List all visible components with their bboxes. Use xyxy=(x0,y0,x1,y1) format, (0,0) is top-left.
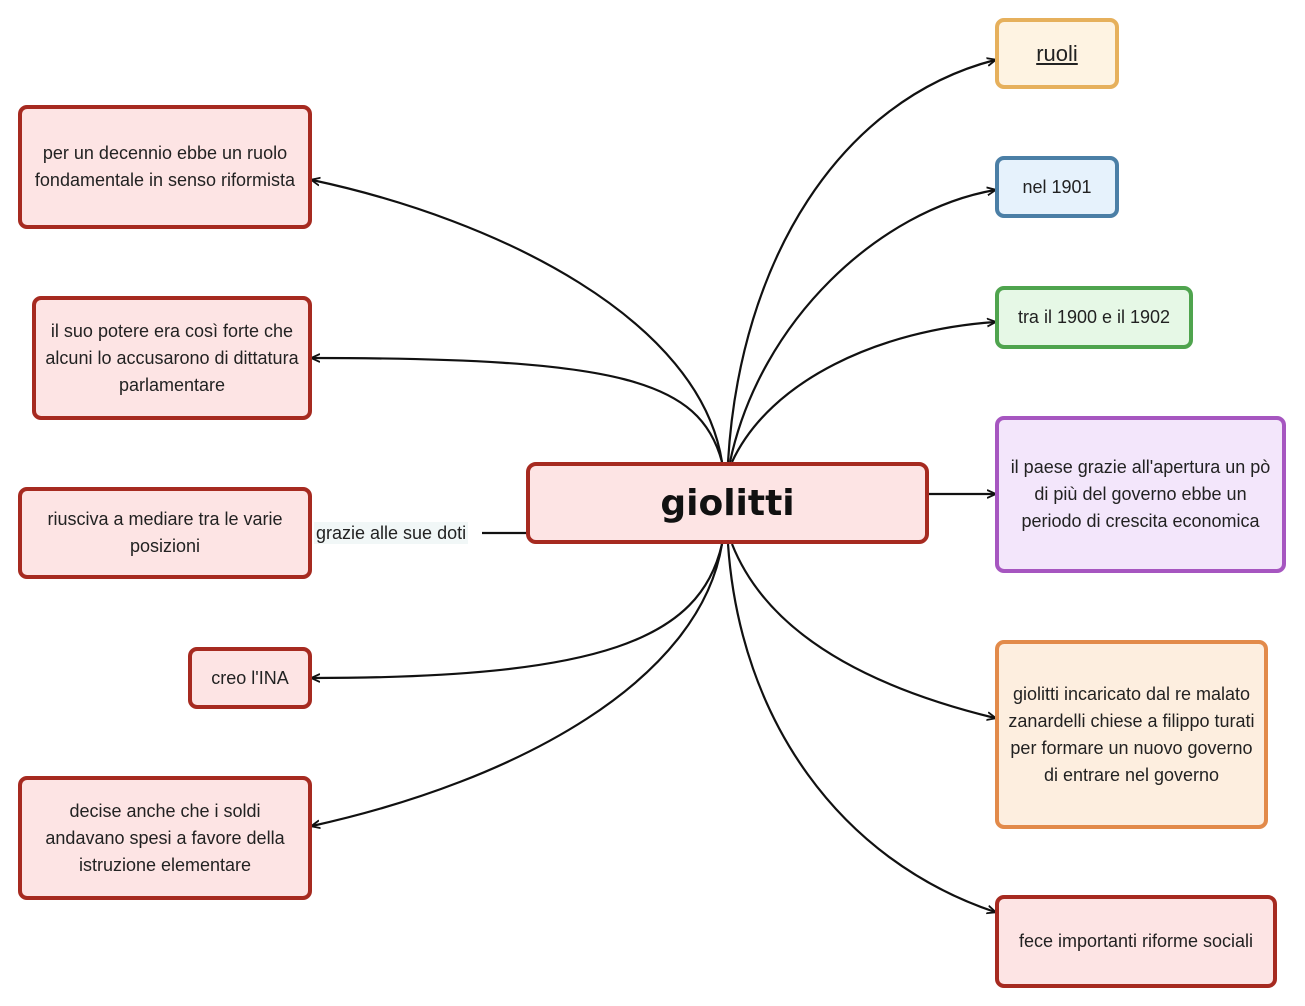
node-ina[interactable]: creo l'INA xyxy=(188,647,312,709)
node-1901[interactable]: nel 1901 xyxy=(995,156,1119,218)
node-label: creo l'INA xyxy=(211,667,289,688)
link-riforme xyxy=(726,543,995,912)
node-soldi[interactable]: decise anche che i soldi andavano spesi … xyxy=(18,776,312,900)
node-1900[interactable]: tra il 1900 e il 1902 xyxy=(995,286,1193,349)
link-ina xyxy=(312,543,724,678)
node-label: nel 1901 xyxy=(1022,176,1092,197)
node-mediare[interactable]: riusciva a mediare tra le varie posizion… xyxy=(18,487,312,579)
node-label: decise anche che i soldi andavano spesi … xyxy=(45,800,285,875)
edge-label-mediare: grazie alle sue doti xyxy=(314,522,469,544)
node-incaricato[interactable]: giolitti incaricato dal re malato zanard… xyxy=(995,640,1268,829)
node-paese[interactable]: il paese grazie all'apertura un pò di pi… xyxy=(995,416,1286,573)
central-node-giolitti[interactable]: giolitti xyxy=(526,462,929,544)
link-ruoli xyxy=(726,60,995,463)
link-decennio xyxy=(312,180,724,463)
node-label: giolitti incaricato dal re malato zanard… xyxy=(1008,683,1255,785)
link-1901 xyxy=(728,190,995,463)
node-label: tra il 1900 e il 1902 xyxy=(1017,307,1171,327)
node-label: il paese grazie all'apertura un pò di pi… xyxy=(1010,457,1271,531)
node-label: fece importanti riforme sociali xyxy=(1018,931,1254,951)
node-potere[interactable]: il suo potere era così forte che alcuni … xyxy=(32,296,312,420)
link-soldi xyxy=(312,543,724,826)
node-riforme[interactable]: fece importanti riforme sociali xyxy=(995,895,1277,988)
node-decennio[interactable]: per un decennio ebbe un ruolo fondamenta… xyxy=(18,105,312,229)
node-label: riusciva a mediare tra le varie posizion… xyxy=(47,509,283,556)
node-label: per un decennio ebbe un ruolo fondamenta… xyxy=(34,143,296,190)
node-label: il suo potere era così forte che alcuni … xyxy=(45,320,299,395)
link-1900 xyxy=(731,322,995,463)
node-ruoli[interactable]: ruoli xyxy=(995,18,1119,89)
central-label: giolitti xyxy=(660,482,795,524)
link-potere xyxy=(312,358,724,463)
link-incaricato xyxy=(730,543,995,718)
node-label: ruoli xyxy=(1036,41,1078,66)
